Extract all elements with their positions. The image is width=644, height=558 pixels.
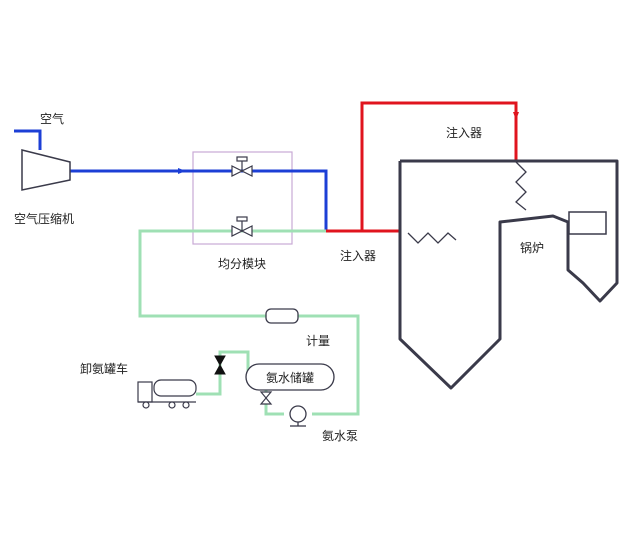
top-injector-nozzles: [515, 161, 527, 211]
label-boiler: 锅炉: [520, 240, 544, 255]
air-line: [14, 129, 328, 231]
upper-injector-pipe: [360, 101, 518, 231]
boiler-shell: [398, 159, 619, 390]
air-inlet-pipe: [14, 129, 42, 150]
label-unload-truck: 卸氨罐车: [80, 361, 128, 376]
label-injector-top: 注入器: [446, 125, 482, 140]
valve-icon: [231, 156, 253, 177]
mid-injector-nozzles: [407, 232, 457, 244]
valve-icon: [214, 355, 226, 375]
pump-icon: [289, 405, 307, 427]
flow-meter: [265, 308, 299, 324]
compressor-icon: [21, 149, 71, 191]
distribution-module-box: [192, 151, 293, 245]
label-injector-mid: 注入器: [340, 248, 376, 263]
label-meter: 计量: [306, 334, 330, 348]
truck-icon: [137, 379, 197, 409]
ammonia-pump-inlet: [264, 404, 284, 416]
label-ammonia-tank: 氨水储罐: [266, 370, 314, 385]
ammonia-tank: [245, 363, 335, 391]
boiler: [398, 159, 619, 390]
hot-flow-arrow: [513, 112, 519, 120]
label-air-compressor: 空气压缩机: [14, 211, 74, 226]
boiler-window: [568, 211, 607, 235]
valve-icon: [259, 391, 273, 405]
label-distribution-module: 均分模块: [218, 257, 266, 271]
ammonia-unload-pipe: [196, 350, 250, 396]
ammonia-loop-right: [298, 314, 360, 416]
air-main-pipe: [70, 169, 328, 231]
hot-line: [326, 101, 518, 233]
label-air: 空气: [40, 111, 64, 126]
valve-icon: [231, 216, 253, 237]
air-flow-arrow: [178, 168, 186, 174]
label-ammonia-pump: 氨水泵: [322, 429, 358, 443]
